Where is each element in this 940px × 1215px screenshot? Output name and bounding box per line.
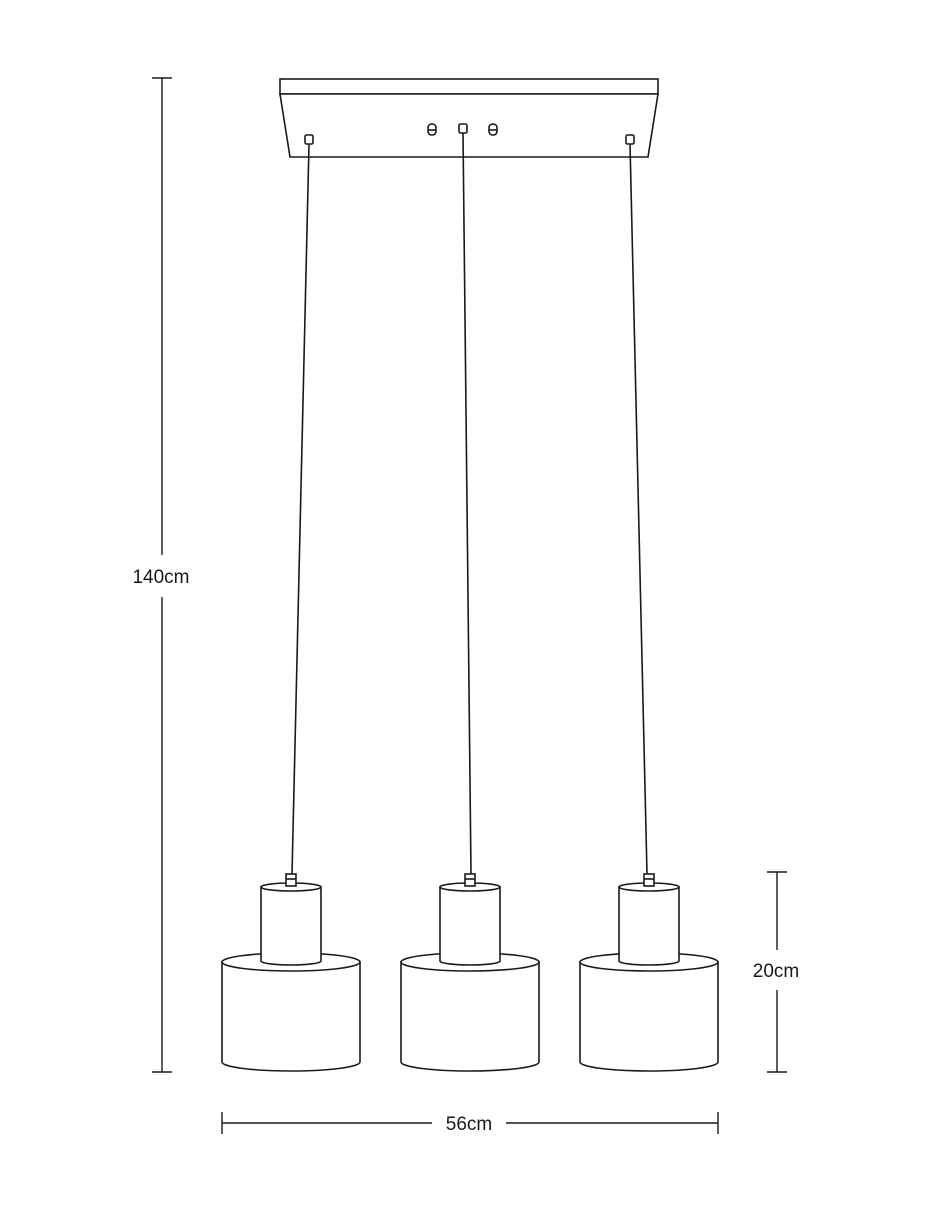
overall-width-dimension: 56cm bbox=[221, 1112, 719, 1135]
cable-grip-right bbox=[625, 134, 635, 145]
shade-cylinder-body bbox=[618, 886, 680, 966]
cable-center bbox=[462, 132, 472, 875]
pendant-left bbox=[221, 873, 361, 1072]
shade-height-label: 20cm bbox=[753, 961, 799, 982]
shade-cylinder-body bbox=[260, 886, 322, 966]
cable-right bbox=[629, 143, 648, 875]
shade-cylinder-body bbox=[439, 886, 501, 966]
canopy-top-face bbox=[279, 78, 659, 95]
cable-left bbox=[291, 143, 310, 875]
shade-height-dimension: 20cm bbox=[753, 871, 799, 1073]
cable-fitting bbox=[643, 873, 655, 887]
cable-fitting bbox=[464, 873, 476, 887]
suspension-cables bbox=[291, 132, 648, 875]
cable-fitting bbox=[285, 873, 297, 887]
ceiling-canopy bbox=[279, 78, 659, 158]
pendant-shades bbox=[221, 873, 719, 1072]
total-drop-dimension: 140cm bbox=[132, 77, 190, 1073]
shade-drum-body bbox=[400, 961, 540, 1072]
overall-width-label: 56cm bbox=[446, 1114, 492, 1135]
total-drop-label: 140cm bbox=[132, 567, 189, 588]
canopy-front-face bbox=[279, 93, 659, 158]
pendant-center bbox=[400, 873, 540, 1072]
shade-drum-body bbox=[579, 961, 719, 1072]
cable-grip-center bbox=[458, 123, 468, 134]
cable-grip-left bbox=[304, 134, 314, 145]
shade-drum-body bbox=[221, 961, 361, 1072]
mounting-screw-left bbox=[427, 123, 437, 136]
pendant-right bbox=[579, 873, 719, 1072]
mounting-screw-right bbox=[488, 123, 498, 136]
